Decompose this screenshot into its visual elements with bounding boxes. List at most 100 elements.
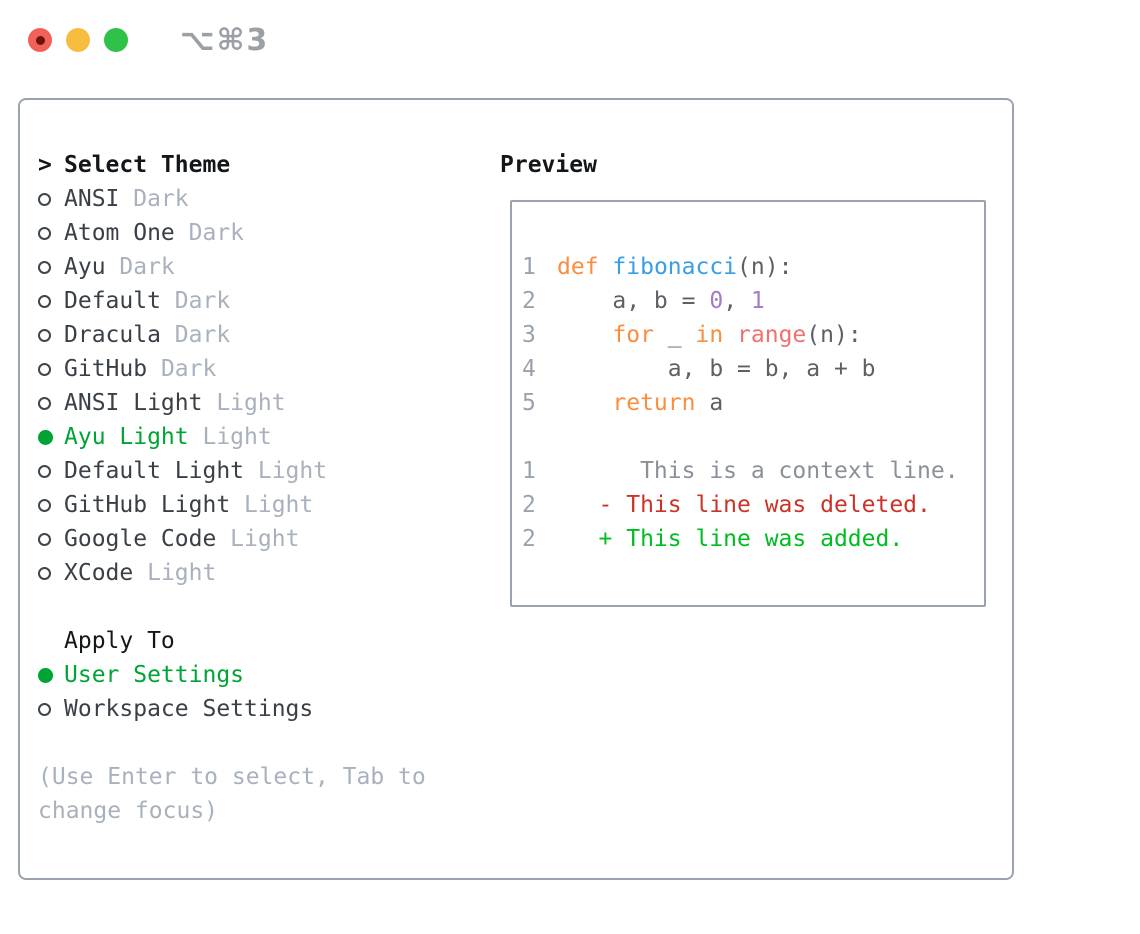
line-number: 2: [522, 288, 536, 314]
titlebar: ⌥⌘3: [0, 0, 1140, 80]
radio-unselected-icon: [38, 362, 51, 376]
radio-marker: [38, 464, 64, 478]
minimize-button[interactable]: [66, 28, 90, 52]
line-number: 1: [522, 254, 536, 280]
theme-variant-label: Dark: [160, 288, 231, 314]
select-theme-title: Select Theme: [64, 152, 231, 178]
window-shortcut-label: ⌥⌘3: [180, 22, 270, 58]
option-label: Ayu: [64, 254, 106, 280]
radio-unselected-icon: [38, 464, 51, 478]
radio-unselected-icon: [38, 702, 51, 716]
theme-variant-label: Light: [230, 492, 314, 518]
option-label: Default: [64, 288, 161, 314]
preview-title: Preview: [500, 152, 597, 178]
theme-item-dracula[interactable]: Dracula Dark: [38, 318, 478, 352]
code-token-plain: ,: [723, 288, 751, 314]
radio-marker: [38, 294, 64, 308]
theme-variant-label: Dark: [119, 186, 189, 212]
line-number: 3: [522, 322, 536, 348]
line-number: 2: [522, 492, 536, 518]
theme-item-google-code[interactable]: Google Code Light: [38, 522, 478, 556]
code-token-added: + This line was added.: [557, 526, 904, 552]
option-label: Default Light: [64, 458, 245, 484]
radio-marker: [38, 328, 64, 342]
theme-item-ansi-light[interactable]: ANSI Light Light: [38, 386, 478, 420]
code-token-plain: (n):: [737, 254, 793, 280]
theme-item-github-light[interactable]: GitHub Light Light: [38, 488, 478, 522]
close-button[interactable]: [28, 28, 52, 52]
radio-unselected-icon: [38, 498, 51, 512]
option-label: Dracula: [64, 322, 161, 348]
code-token-plain: [599, 254, 613, 280]
code-token-plain: a: [695, 390, 724, 416]
line-number: 4: [522, 356, 536, 382]
theme-item-default[interactable]: Default Dark: [38, 284, 478, 318]
apply-to-header-row: Apply To: [38, 624, 478, 658]
radio-marker: [38, 396, 64, 410]
selection-caret-icon: >: [38, 152, 52, 178]
option-label: ANSI: [64, 186, 120, 212]
option-label: XCode: [64, 560, 134, 586]
radio-unselected-icon: [38, 566, 51, 580]
theme-item-atom-one[interactable]: Atom One Dark: [38, 216, 478, 250]
code-token-plain: [557, 390, 612, 416]
line-number: 5: [522, 390, 536, 416]
maximize-button[interactable]: [104, 28, 128, 52]
radio-marker: [38, 566, 64, 580]
theme-variant-label: Light: [188, 424, 272, 450]
radio-marker: [38, 192, 64, 206]
radio-selected-icon: [38, 667, 53, 683]
theme-item-default-light[interactable]: Default Light Light: [38, 454, 478, 488]
apply-option-user-settings[interactable]: User Settings: [38, 658, 478, 692]
code-token-plain: a, b = b, a + b: [557, 356, 876, 382]
theme-item-ayu-light[interactable]: Ayu Light Light: [38, 420, 478, 454]
close-dot-icon: [35, 35, 45, 45]
code-line: 2 a, b = 0, 1: [522, 284, 974, 318]
radio-unselected-icon: [38, 192, 51, 206]
radio-unselected-icon: [38, 226, 51, 240]
option-label: User Settings: [64, 662, 245, 688]
code-token-keyword: def: [557, 254, 599, 280]
radio-marker: [38, 702, 64, 716]
radio-marker: [38, 429, 64, 445]
theme-variant-label: Dark: [105, 254, 175, 280]
option-label: Workspace Settings: [64, 696, 314, 722]
theme-variant-label: Light: [216, 526, 300, 552]
code-line: 1 This is a context line.: [522, 454, 974, 488]
code-token-plain: [723, 322, 737, 348]
code-token-number: 1: [750, 288, 765, 314]
code-line: 5 return a: [522, 386, 974, 420]
theme-item-ayu[interactable]: Ayu Dark: [38, 250, 478, 284]
theme-item-github[interactable]: GitHub Dark: [38, 352, 478, 386]
theme-variant-label: Dark: [160, 322, 231, 348]
radio-unselected-icon: [38, 396, 51, 410]
radio-unselected-icon: [38, 328, 51, 342]
theme-variant-label: Dark: [174, 220, 245, 246]
select-theme-header: > Select Theme: [38, 148, 478, 182]
code-token-plain: a, b =: [557, 288, 710, 314]
radio-marker: [38, 362, 64, 376]
radio-unselected-icon: [38, 260, 51, 274]
code-line: 4 a, b = b, a + b: [522, 352, 974, 386]
code-token-number: 0: [709, 288, 724, 314]
radio-marker: [38, 498, 64, 512]
radio-unselected-icon: [38, 532, 51, 546]
option-label: Atom One: [64, 220, 175, 246]
code-token-plain: [557, 322, 612, 348]
code-token-keyword: for: [612, 322, 654, 348]
code-line: 2 + This line was added.: [522, 522, 974, 556]
option-label: Ayu Light: [64, 424, 189, 450]
theme-item-ansi[interactable]: ANSI Dark: [38, 182, 478, 216]
apply-option-workspace-settings[interactable]: Workspace Settings: [38, 692, 478, 726]
code-token-keyword: in: [695, 322, 724, 348]
code-token-context: This is a context line.: [557, 458, 959, 484]
theme-item-xcode[interactable]: XCode Light: [38, 556, 478, 590]
